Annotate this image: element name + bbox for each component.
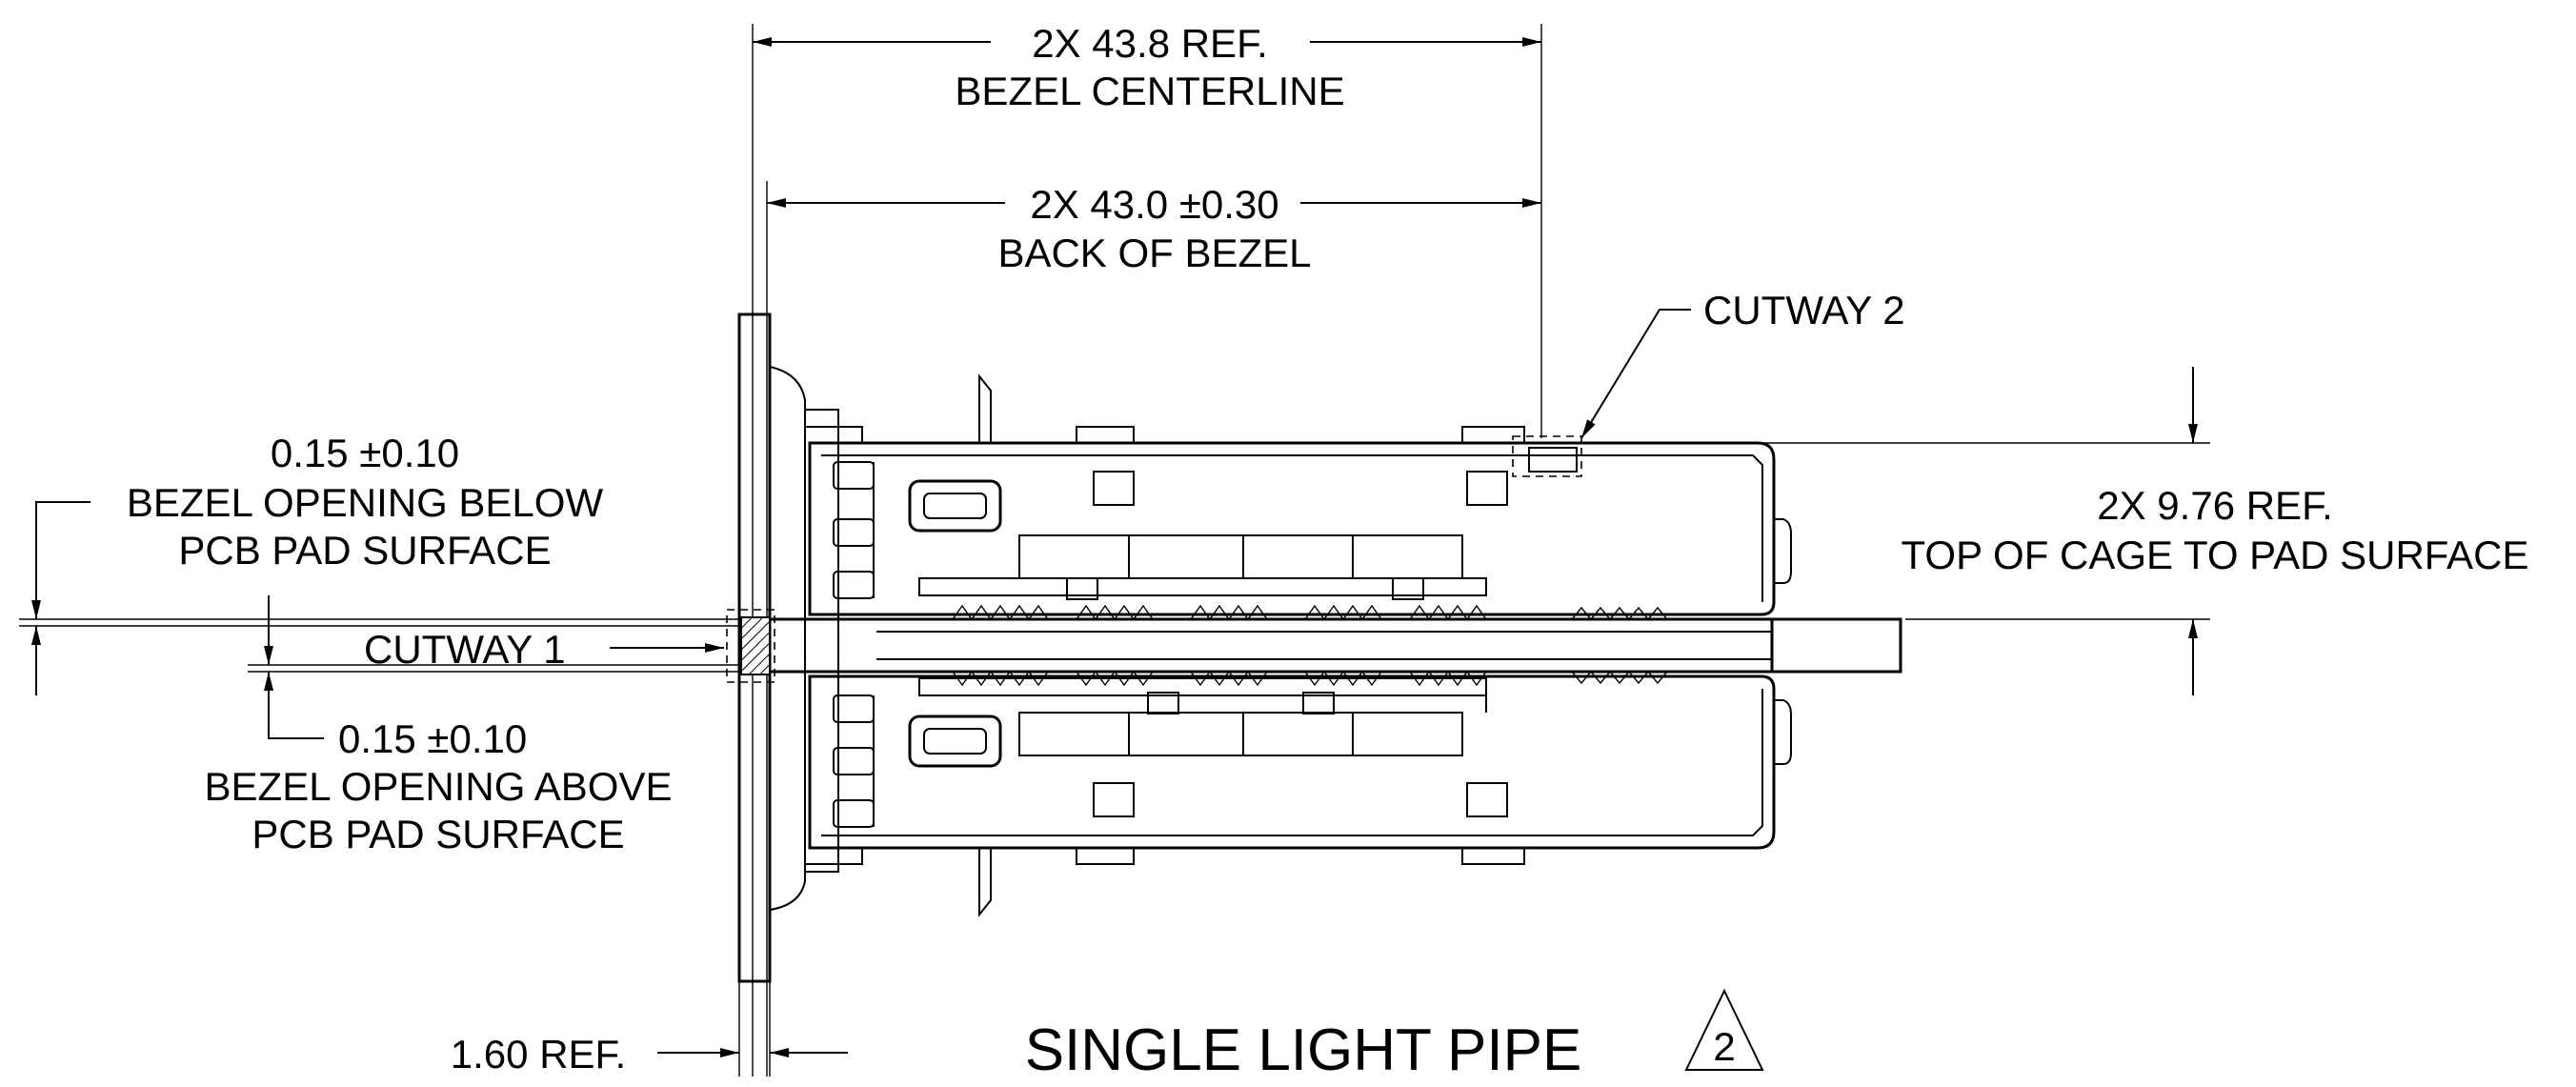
dimension-opening-above: 0.15 ±0.10 BEZEL OPENING ABOVE PCB PAD S… — [205, 595, 673, 856]
back-of-bezel-value: 2X 43.0 ±0.30 — [1030, 182, 1278, 227]
top-of-cage-label: TOP OF CAGE TO PAD SURFACE — [1902, 533, 2529, 577]
upper-cage — [804, 373, 1792, 621]
dimension-back-of-bezel: 2X 43.0 ±0.30 BACK OF BEZEL — [767, 182, 1541, 275]
bezel-centerline-label: BEZEL CENTERLINE — [955, 69, 1344, 113]
callout-cutway-1: CUTWAY 1 — [364, 627, 724, 672]
back-of-bezel-label: BACK OF BEZEL — [997, 231, 1311, 275]
opening-below-line2: PCB PAD SURFACE — [178, 528, 551, 573]
pcb — [770, 617, 1902, 674]
revision-triangle-icon — [1684, 988, 1764, 1071]
top-of-cage-value: 2X 9.76 REF. — [2097, 483, 2332, 528]
extension-lines — [19, 24, 2210, 1077]
dimension-bezel-centerline: 2X 43.8 REF. BEZEL CENTERLINE — [753, 21, 1541, 113]
dimension-top-of-cage: 2X 9.76 REF. TOP OF CAGE TO PAD SURFACE — [1902, 367, 2529, 695]
dimension-bezel-thickness: 1.60 REF. — [451, 1032, 848, 1077]
opening-above-value: 0.15 ±0.10 — [338, 716, 527, 761]
opening-above-line1: BEZEL OPENING ABOVE — [205, 764, 673, 809]
cutway-2-label: CUTWAY 2 — [1703, 288, 1905, 332]
bezel-thickness-value: 1.60 REF. — [451, 1032, 626, 1077]
lower-cage — [804, 670, 1792, 917]
bezel-centerline-value: 2X 43.8 REF. — [1032, 21, 1267, 66]
title-text: SINGLE LIGHT PIPE — [1025, 1017, 1582, 1083]
revision-number: 2 — [1713, 1024, 1735, 1069]
cutway-1-label: CUTWAY 1 — [364, 627, 566, 672]
drawing-title: SINGLE LIGHT PIPE 2 — [1025, 988, 1764, 1083]
bezel — [726, 312, 839, 983]
opening-above-line2: PCB PAD SURFACE — [252, 812, 624, 856]
callout-cutway-2: CUTWAY 2 — [1512, 288, 1905, 477]
dimension-opening-below: 0.15 ±0.10 BEZEL OPENING BELOW PCB PAD S… — [31, 431, 604, 695]
opening-below-line1: BEZEL OPENING BELOW — [127, 480, 604, 525]
opening-below-value: 0.15 ±0.10 — [271, 431, 459, 475]
